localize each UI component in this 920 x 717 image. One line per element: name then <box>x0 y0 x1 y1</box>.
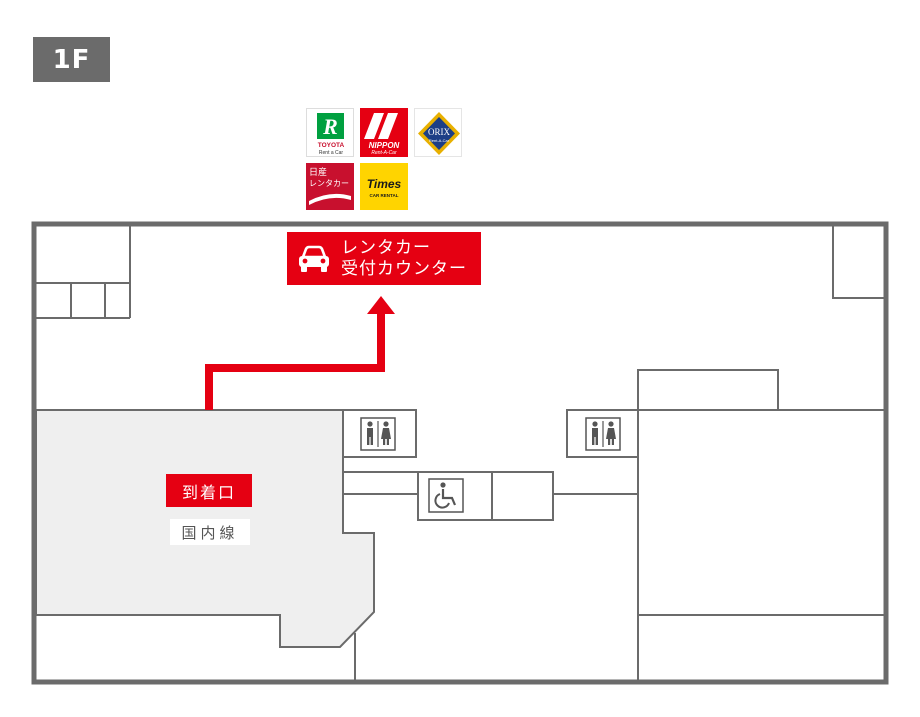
car-icon <box>299 245 329 272</box>
toyota-rent-a-car-logo: R TOYOTA Rent a Car <box>306 108 354 157</box>
nissan-rent-a-car-logo: 日産 レンタカー <box>306 163 354 210</box>
nissan-line1-text: 日産 <box>309 166 327 178</box>
nippon-brand-text: NIPPON <box>369 141 400 150</box>
times-car-rental-logo: Times CAR RENTAL <box>360 163 408 210</box>
domestic-label: 国内線 <box>170 519 250 545</box>
arrival-gate-sign: 到着口 <box>166 474 252 507</box>
orix-rent-a-car-logo: ORIX Rent-A-Car <box>414 108 462 157</box>
nippon-sub-text: Rent-A-Car <box>371 150 397 156</box>
orix-sub-text: Rent-A-Car <box>429 138 450 143</box>
nippon-rent-a-car-logo: NIPPON Rent-A-Car <box>360 108 408 157</box>
route-arrow <box>205 312 385 410</box>
floor-badge: 1F <box>33 37 110 82</box>
restroom-icon <box>360 417 396 451</box>
rental-car-counter-sign: レンタカー 受付カウンター <box>287 232 481 285</box>
building-outline <box>31 221 889 685</box>
nissan-line2-text: レンタカー <box>309 179 349 188</box>
toyota-sub-text: Rent a Car <box>319 150 344 156</box>
counter-label-line2: 受付カウンター <box>341 258 467 279</box>
interior-walls <box>36 224 886 682</box>
counter-label-line1: レンタカー <box>341 237 431 258</box>
route-arrowhead <box>367 296 395 314</box>
orix-brand-text: ORIX <box>428 127 450 137</box>
times-brand-text: Times <box>367 177 402 191</box>
svg-text:R: R <box>322 114 338 139</box>
restroom-icon <box>585 417 621 451</box>
accessible-restroom-icon <box>428 478 464 513</box>
times-sub-text: CAR RENTAL <box>370 193 399 198</box>
toyota-brand-text: TOYOTA <box>318 142 345 149</box>
